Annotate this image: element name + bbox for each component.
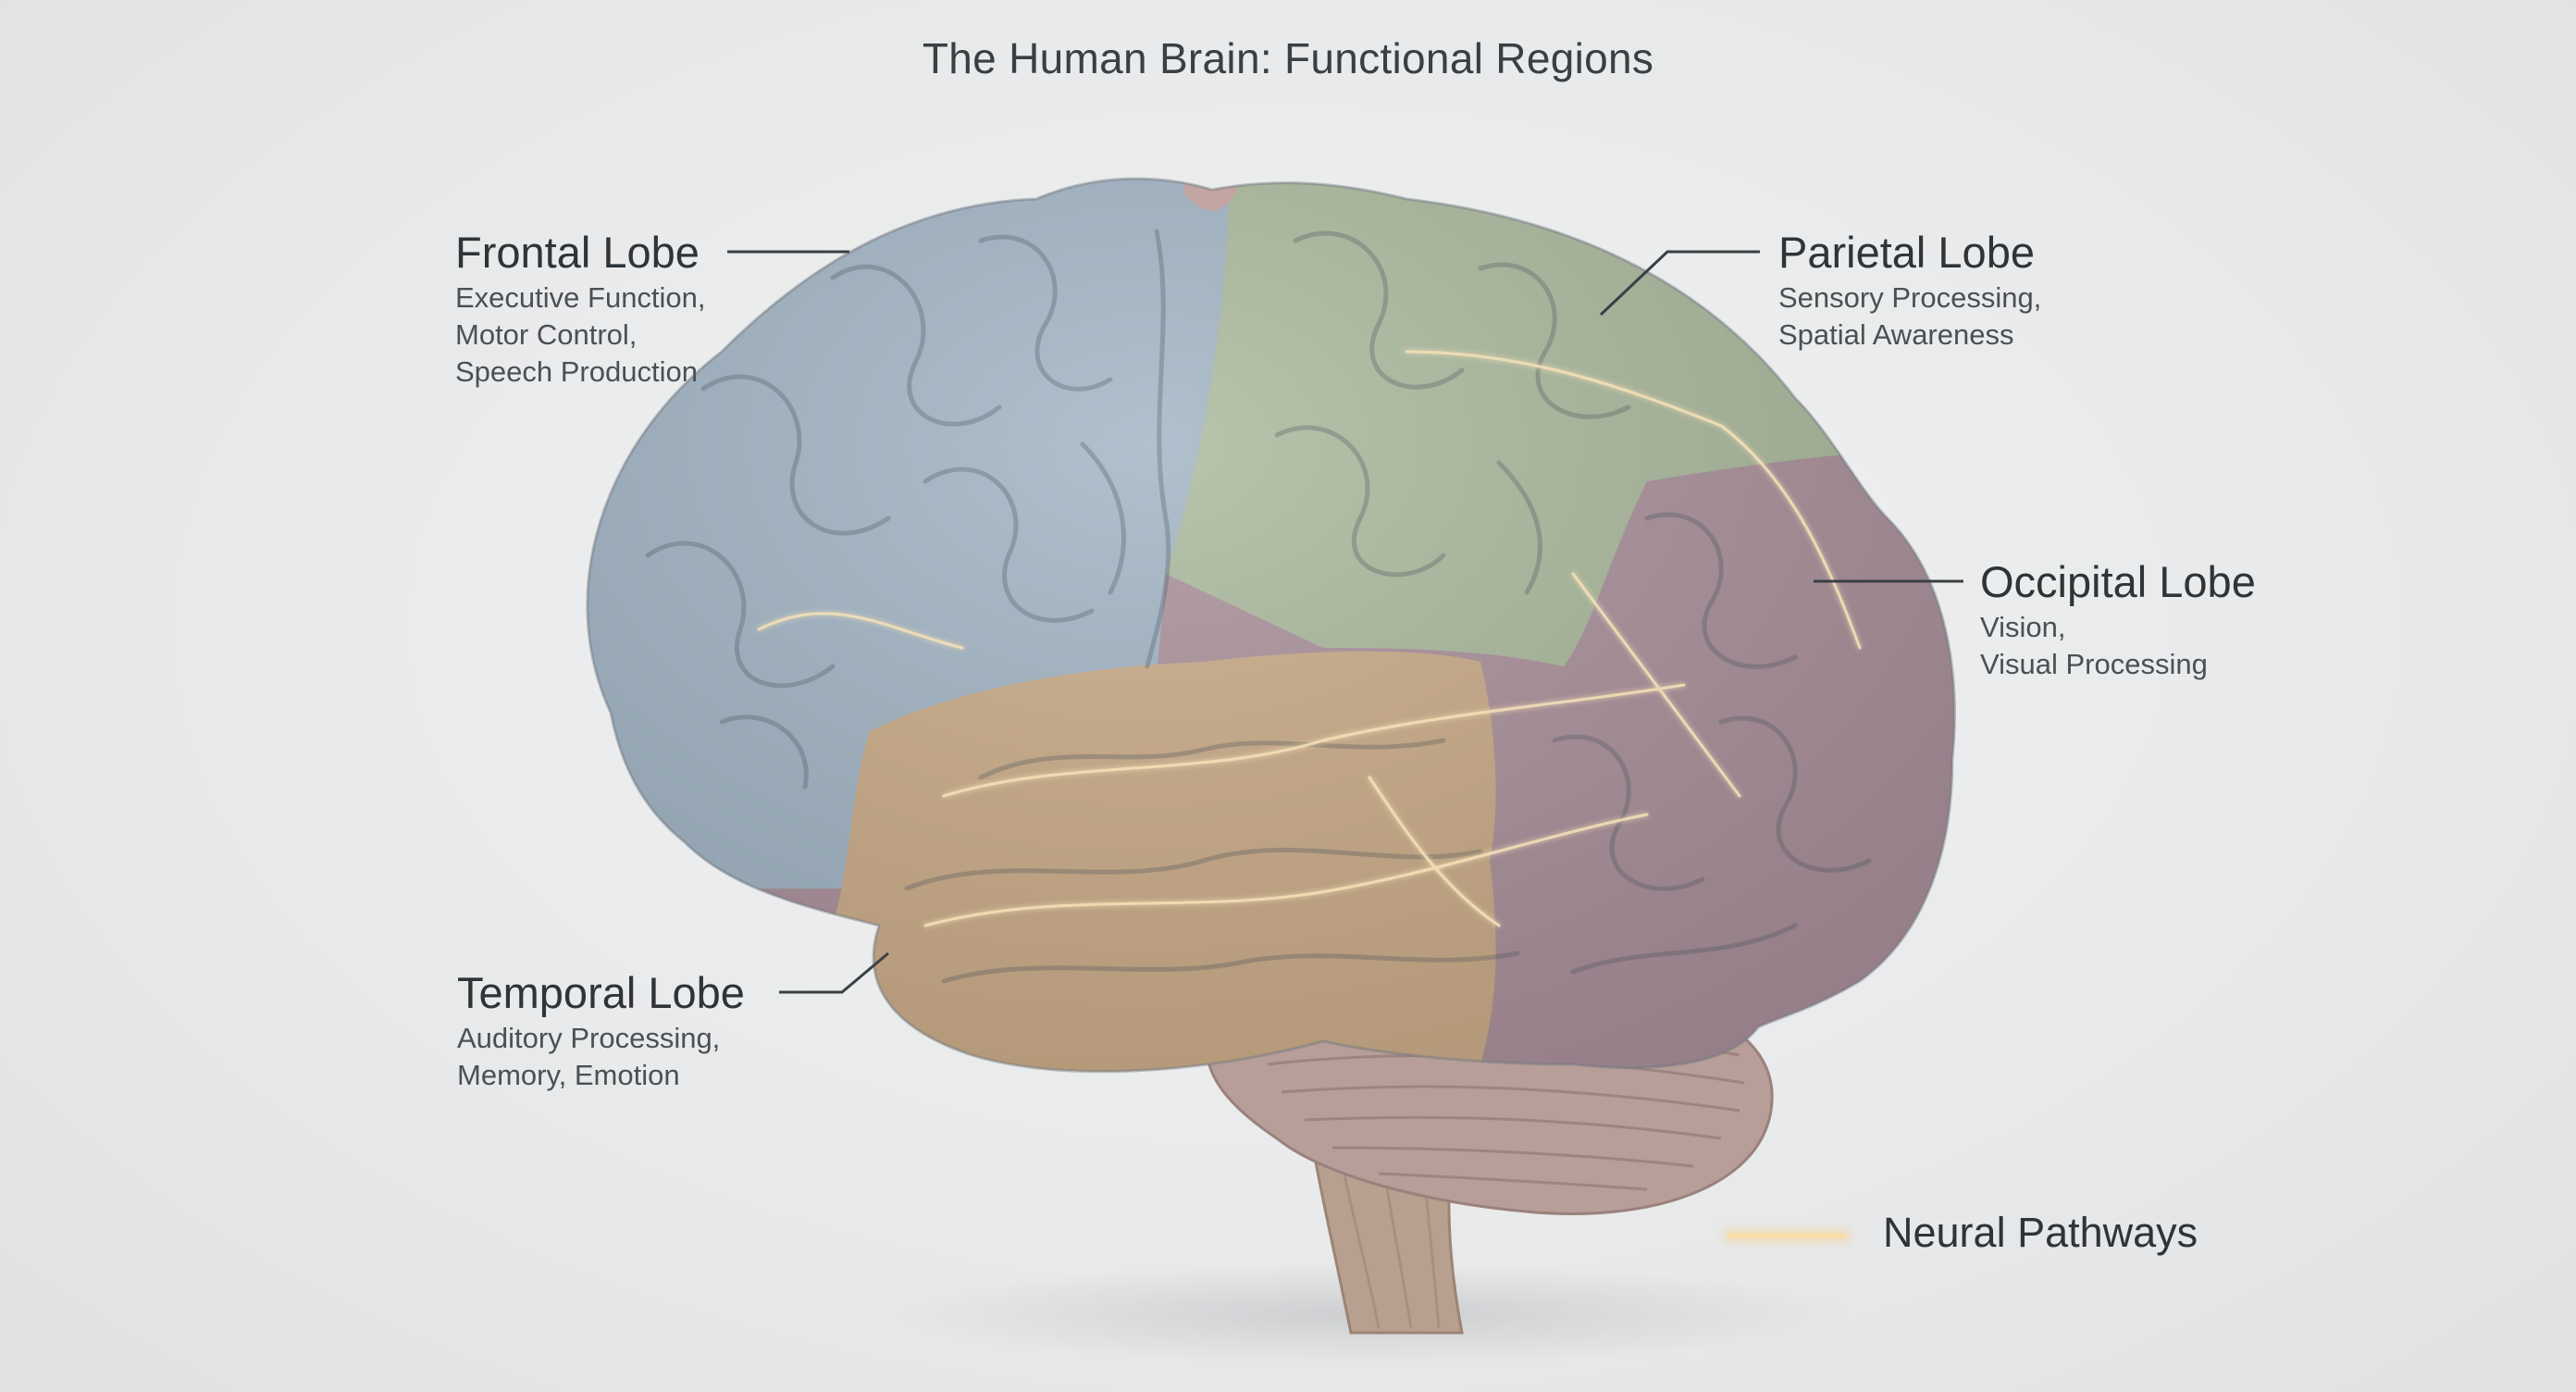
occipital-lobe-desc-2: Visual Processing — [1980, 648, 2208, 680]
temporal-lobe-desc-2: Memory, Emotion — [457, 1059, 680, 1091]
parietal-lobe-label: Parietal Lobe Sensory Processing, Spatia… — [1778, 226, 2041, 354]
occipital-lobe-name: Occipital Lobe — [1980, 557, 2256, 606]
frontal-lobe-label: Frontal Lobe Executive Function, Motor C… — [455, 226, 706, 391]
frontal-lobe-name: Frontal Lobe — [455, 228, 700, 277]
parietal-lobe-desc-1: Sensory Processing, — [1778, 281, 2042, 314]
brain-outline — [586, 177, 1956, 1074]
occipital-lobe-label: Occipital Lobe Vision, Visual Processing — [1980, 555, 2256, 683]
temporal-lobe-label: Temporal Lobe Auditory Processing, Memor… — [457, 966, 745, 1094]
neural-pathways — [757, 350, 1862, 927]
temporal-leader-line — [779, 951, 889, 994]
legend-label: Neural Pathways — [1883, 1209, 2198, 1256]
leader-lines — [727, 250, 1963, 994]
occipital-lobe-desc-1: Vision, — [1980, 611, 2066, 643]
neural-pathway-swatch-icon — [1727, 1233, 1847, 1238]
legend: Neural Pathways — [1719, 1199, 2237, 1274]
parietal-lobe-name: Parietal Lobe — [1778, 228, 2035, 277]
page-title: The Human Brain: Functional Regions — [922, 34, 1654, 82]
parietal-lobe-desc-2: Spatial Awareness — [1778, 318, 2014, 351]
frontal-lobe-desc-1: Executive Function, — [455, 281, 706, 314]
temporal-lobe-name: Temporal Lobe — [457, 968, 745, 1017]
frontal-lobe-desc-3: Speech Production — [455, 355, 698, 388]
frontal-lobe-desc-2: Motor Control, — [455, 318, 638, 351]
temporal-lobe-desc-1: Auditory Processing, — [457, 1022, 721, 1054]
sulci — [645, 229, 1872, 984]
parietal-leader-line — [1599, 250, 1760, 317]
